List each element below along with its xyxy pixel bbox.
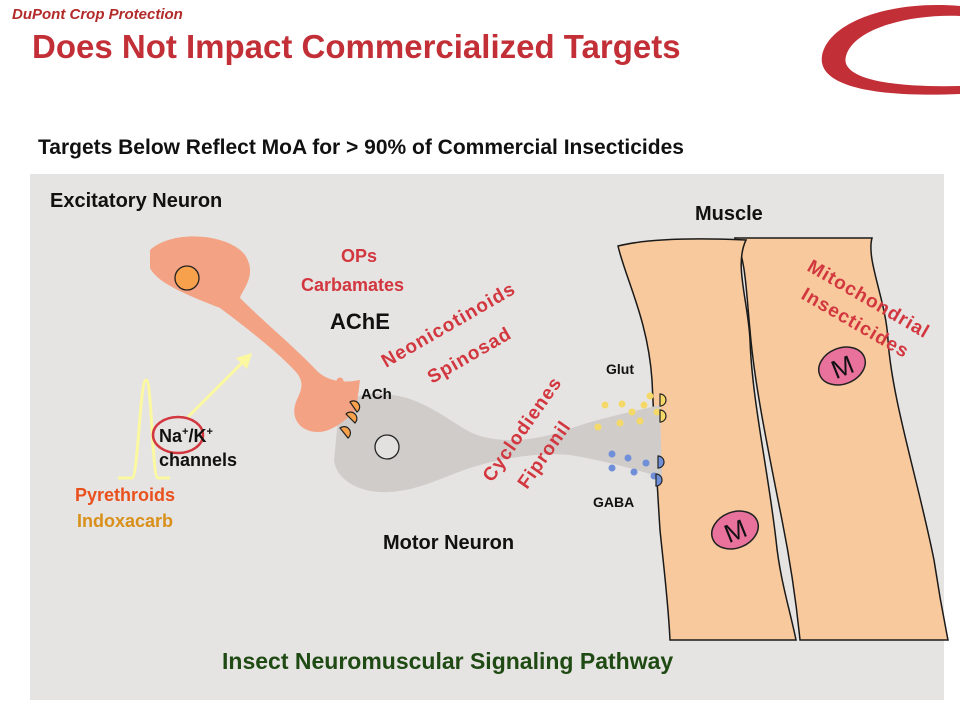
motor-nucleus [374,434,400,460]
excitatory-nucleus [174,265,200,291]
na-superscript: + [182,426,189,438]
ops-label: OPs [341,246,378,266]
indoxacarb-label: Indoxacarb [77,511,174,531]
ach-label: ACh [361,386,392,403]
muscle-label: Muscle [695,203,763,225]
glut-label: Glut [606,361,634,377]
glut-vesicles [594,392,661,431]
ach-receptors [339,400,361,439]
gaba-label: GABA [593,494,635,510]
glut-receptors [659,393,667,423]
na-text: Na [159,426,183,446]
motor-neuron-body [334,393,662,493]
slide-title: Does Not Impact Commercialized Targets [32,28,681,65]
ache-label: AChE [330,309,390,334]
mitochondrion-lower [710,510,760,550]
channel-oval [151,415,205,455]
mitochondrion-upper [817,346,867,386]
gaba-receptors [655,455,665,487]
channels-text: channels [159,450,238,470]
k-superscript: + [206,426,213,438]
slide-subtitle: Targets Below Reflect MoA for > 90% of C… [38,136,684,159]
company-name: DuPont Crop Protection [12,6,183,23]
pyrethroids-label: Pyrethroids [75,485,176,505]
carbamates-label: Carbamates [301,275,405,295]
na-k-channels-label: Na+/K+ channels [159,420,237,472]
action-potential-trace [118,378,170,480]
ach-vesicles [324,377,352,411]
k-text: /K [188,426,207,446]
motor-neuron-label: Motor Neuron [383,532,515,554]
pathway-title: Insect Neuromuscular Signaling Pathway [222,648,674,674]
excitatory-neuron-label: Excitatory Neuron [50,190,223,212]
signal-arrow [186,359,246,419]
muscle-cell-back [733,237,949,641]
excitatory-neuron-body [150,236,360,432]
dupont-logo-swoosh [821,5,960,95]
